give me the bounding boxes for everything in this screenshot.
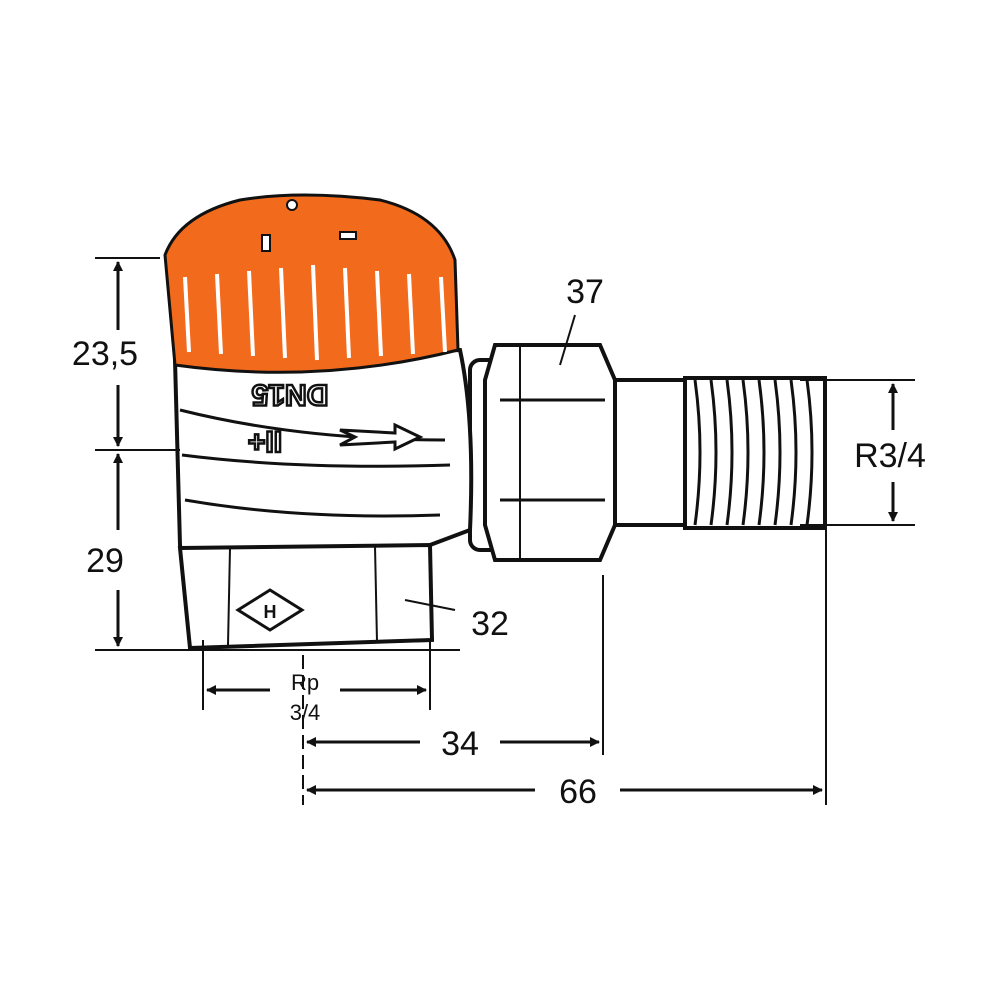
thread-line	[741, 379, 750, 526]
cap-rib	[183, 276, 191, 353]
cap-rib	[375, 270, 383, 357]
thread-line	[725, 379, 734, 526]
union-nut	[468, 343, 617, 562]
thread-line	[773, 379, 782, 526]
cap-rib	[311, 264, 319, 361]
svg-text:H: H	[264, 602, 277, 622]
thread-line	[709, 379, 718, 526]
dim-cap-height: 23,5	[72, 335, 138, 373]
dim-inlet-thread-label: Rp	[291, 670, 319, 695]
thread-line	[757, 379, 766, 526]
cap-rib	[279, 267, 287, 359]
dn15-marking: DN15	[252, 378, 329, 411]
manufacturer-logo-icon: H	[235, 588, 305, 632]
valve-body: H DN15 +II	[172, 347, 474, 651]
flow-direction-arrow-icon	[339, 422, 424, 452]
dimension-lines	[95, 257, 915, 805]
dim-union-nut: 37	[566, 273, 604, 311]
dim-offset-short: 34	[441, 725, 479, 763]
cap-rib	[407, 273, 415, 355]
cap-rib	[215, 273, 223, 355]
thread-line	[789, 379, 798, 526]
thread-line	[805, 379, 814, 526]
dim-inlet-thread-size: 3/4	[290, 700, 321, 725]
protective-cap	[163, 193, 460, 374]
dim-body-height: 29	[86, 542, 124, 580]
dim-offset-long: 66	[559, 773, 597, 811]
dim-body-hex: 32	[471, 605, 509, 643]
preset-symbol: +II	[248, 426, 282, 459]
outlet-threaded-tail	[598, 376, 827, 530]
dim-outlet-thread: R3/4	[854, 437, 926, 475]
cap-rib	[439, 276, 447, 353]
cap-rib	[247, 270, 255, 357]
thread-line	[693, 379, 702, 526]
cap-rib	[343, 267, 351, 359]
